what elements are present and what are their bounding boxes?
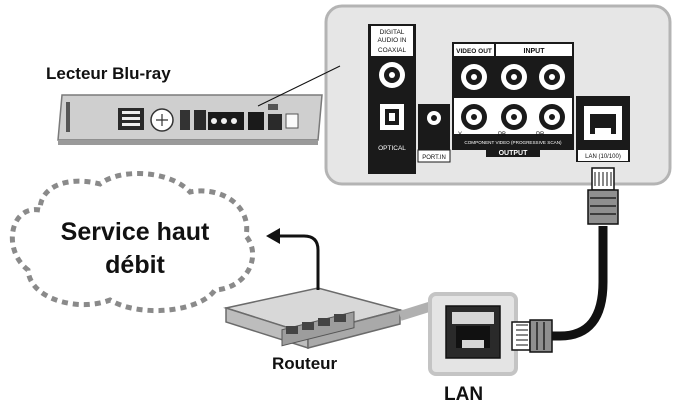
component-y-jack [461, 104, 487, 130]
input-r-jack [539, 64, 565, 90]
network-cable [511, 167, 619, 353]
component-pr-jack [539, 104, 565, 130]
port-in-label: PORT.IN [422, 155, 446, 161]
router-lan-zoom [398, 292, 518, 376]
video-out-label: VIDEO OUT [456, 48, 492, 55]
optical-label: OPTICAL [378, 145, 406, 152]
output-label: OUTPUT [499, 150, 529, 157]
component-label: COMPONENT VIDEO (PROGRESSIVE SCAN) [464, 140, 562, 145]
digital-audio-block: DIGITAL AUDIO IN COAXIAL OPTICAL [368, 24, 416, 174]
lan-port-label: LAN (10/100) [585, 154, 621, 160]
router-label: Routeur [272, 354, 338, 373]
av-block: VIDEO OUT INPUT Y [452, 42, 574, 157]
video-out-jack [461, 64, 487, 90]
port-in-block: PORT.IN [417, 104, 451, 163]
input-l-jack [501, 64, 527, 90]
router-ports [286, 314, 346, 334]
pb-label: PB [498, 132, 506, 138]
lan-label: LAN [444, 384, 484, 405]
cable-plug-side [511, 319, 553, 353]
optical-jack [380, 104, 404, 130]
digital-audio-label-2: AUDIO IN [378, 37, 407, 44]
back-panel-zoom: DIGITAL AUDIO IN COAXIAL OPTICAL PORT.IN [324, 4, 672, 186]
bluray-player-label: Lecteur Blu-ray [46, 64, 171, 83]
component-pb-jack [501, 104, 527, 130]
y-label: Y [458, 132, 462, 138]
lan-port-block: LAN (10/100) [576, 96, 630, 162]
digital-audio-label-1: DIGITAL [380, 29, 405, 36]
cable-plug-top [587, 167, 619, 225]
coaxial-jack [379, 62, 405, 88]
input-label: INPUT [524, 48, 546, 55]
broadband-cloud [9, 171, 256, 314]
router-device [223, 228, 403, 350]
bluray-player [57, 65, 341, 145]
broadband-service-label: Service haut débit [60, 218, 210, 279]
coaxial-label: COAXIAL [378, 47, 407, 54]
pr-label: PR [536, 132, 545, 138]
